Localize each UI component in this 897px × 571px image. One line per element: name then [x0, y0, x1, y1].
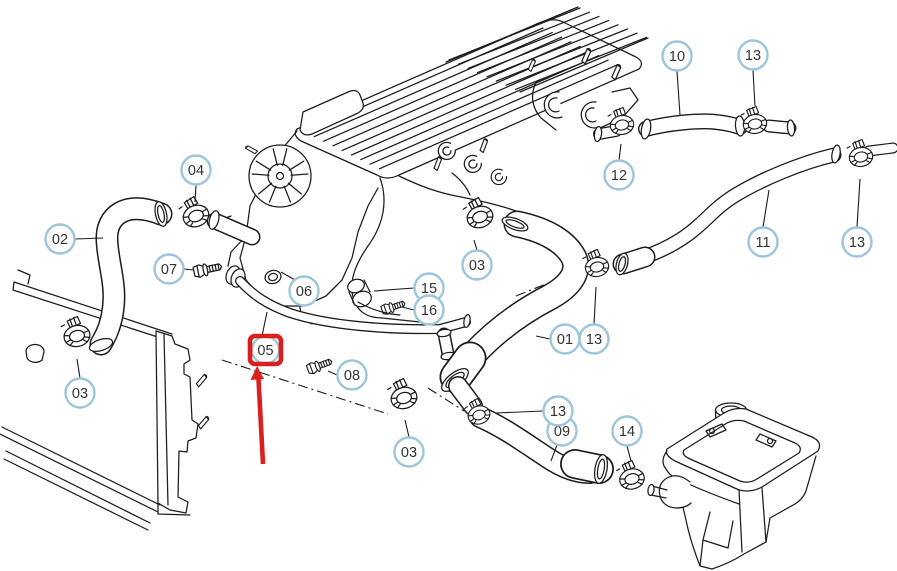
callout-circle-11[interactable] [747, 226, 779, 258]
callout-leader-15 [373, 287, 415, 292]
callout-number: 13 [745, 48, 761, 64]
callout-number: 04 [188, 163, 204, 179]
callout-number: 07 [161, 262, 177, 278]
callout-circle-08[interactable] [336, 359, 368, 391]
callout-circle-14[interactable] [611, 415, 643, 447]
callout-circle-07[interactable] [153, 253, 185, 285]
callout-13-11[interactable]: 13 [578, 323, 610, 355]
expansion-tank-drawing [647, 402, 821, 570]
callout-number: 13 [586, 332, 602, 348]
callout-leader-10 [676, 70, 681, 116]
callout-number: 16 [421, 303, 437, 319]
callout-number: 03 [72, 386, 88, 402]
callout-circle-03[interactable] [461, 249, 493, 281]
callout-number: 11 [755, 235, 770, 251]
callout-leader-14 [626, 445, 632, 462]
callout-leader-04 [194, 184, 197, 203]
callout-number: 13 [849, 235, 865, 251]
callout-13-13[interactable]: 13 [542, 395, 574, 427]
callout-leader-02 [74, 237, 104, 240]
callout-number: 06 [296, 284, 312, 300]
highlight-layer: 05 [247, 311, 284, 465]
callout-layer: 02 04 07 06 15 16 08 03 03 03 01 13 09 13 14 12 10 13 11 13 [44, 39, 873, 468]
callout-leader-13 [593, 286, 597, 325]
engine-drawing [214, 6, 649, 325]
callout-leader-12 [618, 143, 622, 161]
callout-leader-11 [762, 189, 770, 228]
callout-leader-03 [473, 239, 478, 251]
callout-leader-13 [752, 69, 756, 107]
callout-number: 14 [619, 424, 635, 440]
callout-circle-03[interactable] [393, 436, 425, 468]
callout-13-19[interactable]: 13 [841, 226, 873, 258]
callout-02-0[interactable]: 02 [44, 223, 76, 255]
callout-13-17[interactable]: 13 [737, 39, 769, 71]
callout-leader-03 [76, 358, 81, 379]
hoses-drawing [88, 113, 897, 484]
callout-leader-06 [280, 271, 296, 281]
callout-number: 03 [469, 258, 485, 274]
highlight-arrow-shaft [256, 378, 266, 465]
callout-circle-03[interactable] [64, 377, 96, 409]
callout-number: 10 [669, 49, 685, 65]
callout-number: 13 [550, 404, 566, 420]
highlight-arrow-head [250, 366, 264, 380]
callout-06-3[interactable]: 06 [288, 275, 320, 307]
callout-circle-12[interactable] [603, 159, 635, 191]
callout-leader-07 [183, 268, 195, 271]
callout-number: 08 [344, 368, 360, 384]
callout-number: 01 [557, 332, 573, 348]
callout-circle-04[interactable] [180, 154, 212, 186]
callout-circle-13[interactable] [542, 395, 574, 427]
callout-leader-08 [327, 370, 338, 376]
callout-03-7[interactable]: 03 [64, 377, 96, 409]
callout-circle-13[interactable] [737, 39, 769, 71]
fasteners-drawing [59, 104, 875, 493]
callout-11-18[interactable]: 11 [747, 226, 779, 258]
callout-circle-02[interactable] [44, 223, 76, 255]
callout-circle-13[interactable] [578, 323, 610, 355]
radiator-drawing [0, 269, 212, 531]
callout-number: 15 [421, 281, 437, 297]
callout-circle-16[interactable] [413, 294, 445, 326]
highlight-red-box[interactable] [247, 333, 284, 367]
highlight-box-fill [250, 336, 281, 364]
callout-circle-13[interactable] [841, 226, 873, 258]
callout-leader-03 [404, 419, 410, 438]
callout-circle-10[interactable] [661, 40, 693, 72]
callout-leader-09 [550, 444, 558, 462]
highlight-leader [261, 311, 268, 337]
callout-04-1[interactable]: 04 [180, 154, 212, 186]
callout-16-5[interactable]: 16 [413, 294, 445, 326]
callout-number: 09 [554, 424, 570, 440]
callout-01-10[interactable]: 01 [549, 323, 581, 355]
highlight-number: 05 [257, 343, 273, 359]
callout-leader-16 [401, 306, 415, 311]
callout-leader-13 [856, 178, 861, 228]
callout-03-8[interactable]: 03 [461, 249, 493, 281]
callout-leader-13 [495, 410, 544, 414]
callout-circle-06[interactable] [288, 275, 320, 307]
callout-10-16[interactable]: 10 [661, 40, 693, 72]
callout-07-2[interactable]: 07 [153, 253, 185, 285]
callout-14-14[interactable]: 14 [611, 415, 643, 447]
callout-leader-01 [535, 335, 551, 340]
callout-number: 02 [52, 232, 68, 248]
callout-12-15[interactable]: 12 [603, 159, 635, 191]
callout-08-6[interactable]: 08 [336, 359, 368, 391]
callout-number: 12 [611, 168, 627, 184]
callout-03-9[interactable]: 03 [393, 436, 425, 468]
callout-number: 03 [401, 445, 417, 461]
